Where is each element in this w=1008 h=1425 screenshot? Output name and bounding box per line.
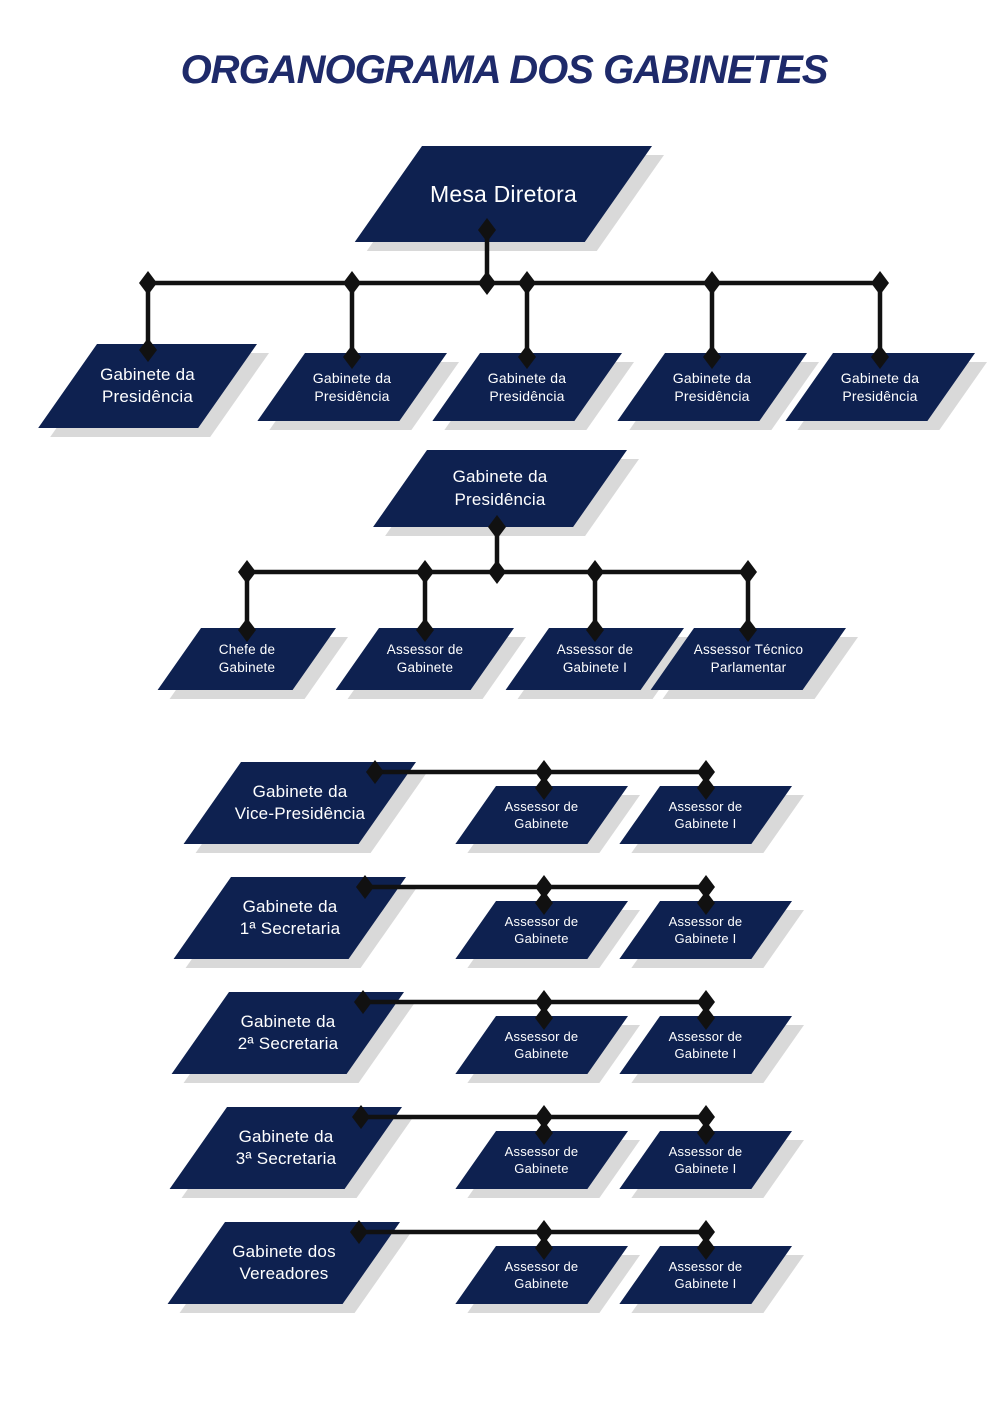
org-node-2a-secretaria: Gabinete da 2ª Secretaria	[171, 992, 416, 1083]
org-node-vereadores-assessor: Assessor de Gabinete	[455, 1246, 640, 1313]
org-node-mesa-diretora: Mesa Diretora	[354, 146, 664, 251]
node-label: Mesa Diretora	[429, 180, 578, 207]
node-label: Gabinete da Presidência	[840, 369, 920, 404]
org-node-vereadores-assessor-1: Assessor de Gabinete I	[619, 1246, 804, 1313]
org-node-presidencia-3: Gabinete da Presidência	[432, 353, 634, 430]
node-label: Assessor Técnico Parlamentar	[693, 642, 804, 675]
node-label: Assessor de Gabinete	[504, 913, 579, 946]
org-node-vice-presidencia: Gabinete da Vice-Presidência	[183, 762, 428, 853]
node-label: Gabinete da Presidência	[312, 369, 392, 404]
node-label: Gabinete da Vice-Presidência	[234, 781, 366, 823]
node-label: Assessor de Gabinete I	[668, 1258, 743, 1291]
node-label: Assessor de Gabinete I	[556, 642, 634, 675]
node-label: Gabinete da Presidência	[452, 467, 548, 509]
org-node-presidencia-1: Gabinete da Presidência	[38, 344, 269, 437]
org-node-1a-assessor-1: Assessor de Gabinete I	[619, 901, 804, 968]
org-node-3a-secretaria: Gabinete da 3ª Secretaria	[169, 1107, 414, 1198]
org-node-presidencia-detail-parent: Gabinete da Presidência	[373, 450, 639, 536]
node-label: Assessor de Gabinete I	[668, 1028, 743, 1061]
org-node-presidencia-2: Gabinete da Presidência	[257, 353, 459, 430]
org-node-chefe-de-gabinete: Chefe de Gabinete	[157, 628, 348, 699]
org-node-3a-assessor-1: Assessor de Gabinete I	[619, 1131, 804, 1198]
node-label: Gabinete da Presidência	[487, 369, 567, 404]
org-node-assessor-tecnico-parlamentar: Assessor Técnico Parlamentar	[650, 628, 858, 699]
org-node-3a-assessor: Assessor de Gabinete	[455, 1131, 640, 1198]
org-node-1a-assessor: Assessor de Gabinete	[455, 901, 640, 968]
node-label: Assessor de Gabinete I	[668, 798, 743, 831]
org-node-presidencia-4: Gabinete da Presidência	[617, 353, 819, 430]
node-label: Assessor de Gabinete I	[668, 913, 743, 946]
node-label: Gabinete da 3ª Secretaria	[235, 1126, 337, 1168]
org-node-2a-assessor: Assessor de Gabinete	[455, 1016, 640, 1083]
node-label: Gabinete dos Vereadores	[232, 1241, 336, 1283]
node-label: Assessor de Gabinete	[504, 1143, 579, 1176]
node-label: Gabinete da Presidência	[100, 364, 195, 406]
node-label: Assessor de Gabinete	[504, 798, 579, 831]
node-label: Gabinete da 2ª Secretaria	[237, 1011, 339, 1053]
node-label: Assessor de Gabinete	[386, 642, 464, 675]
node-label: Chefe de Gabinete	[218, 642, 276, 675]
org-node-vice-assessor-1: Assessor de Gabinete I	[619, 786, 804, 853]
node-label: Gabinete da 1ª Secretaria	[239, 896, 341, 938]
org-node-presidencia-5: Gabinete da Presidência	[785, 353, 987, 430]
org-node-assessor-de-gabinete: Assessor de Gabinete	[335, 628, 526, 699]
node-label: Assessor de Gabinete I	[668, 1143, 743, 1176]
org-node-assessor-de-gabinete-1: Assessor de Gabinete I	[505, 628, 696, 699]
node-label: Gabinete da Presidência	[672, 369, 752, 404]
org-node-1a-secretaria: Gabinete da 1ª Secretaria	[173, 877, 418, 968]
page-title: ORGANOGRAMA DOS GABINETES	[180, 48, 829, 92]
org-node-vice-assessor: Assessor de Gabinete	[455, 786, 640, 853]
node-label: Assessor de Gabinete	[504, 1258, 579, 1291]
org-node-2a-assessor-1: Assessor de Gabinete I	[619, 1016, 804, 1083]
org-node-vereadores: Gabinete dos Vereadores	[167, 1222, 412, 1313]
node-label: Assessor de Gabinete	[504, 1028, 579, 1061]
